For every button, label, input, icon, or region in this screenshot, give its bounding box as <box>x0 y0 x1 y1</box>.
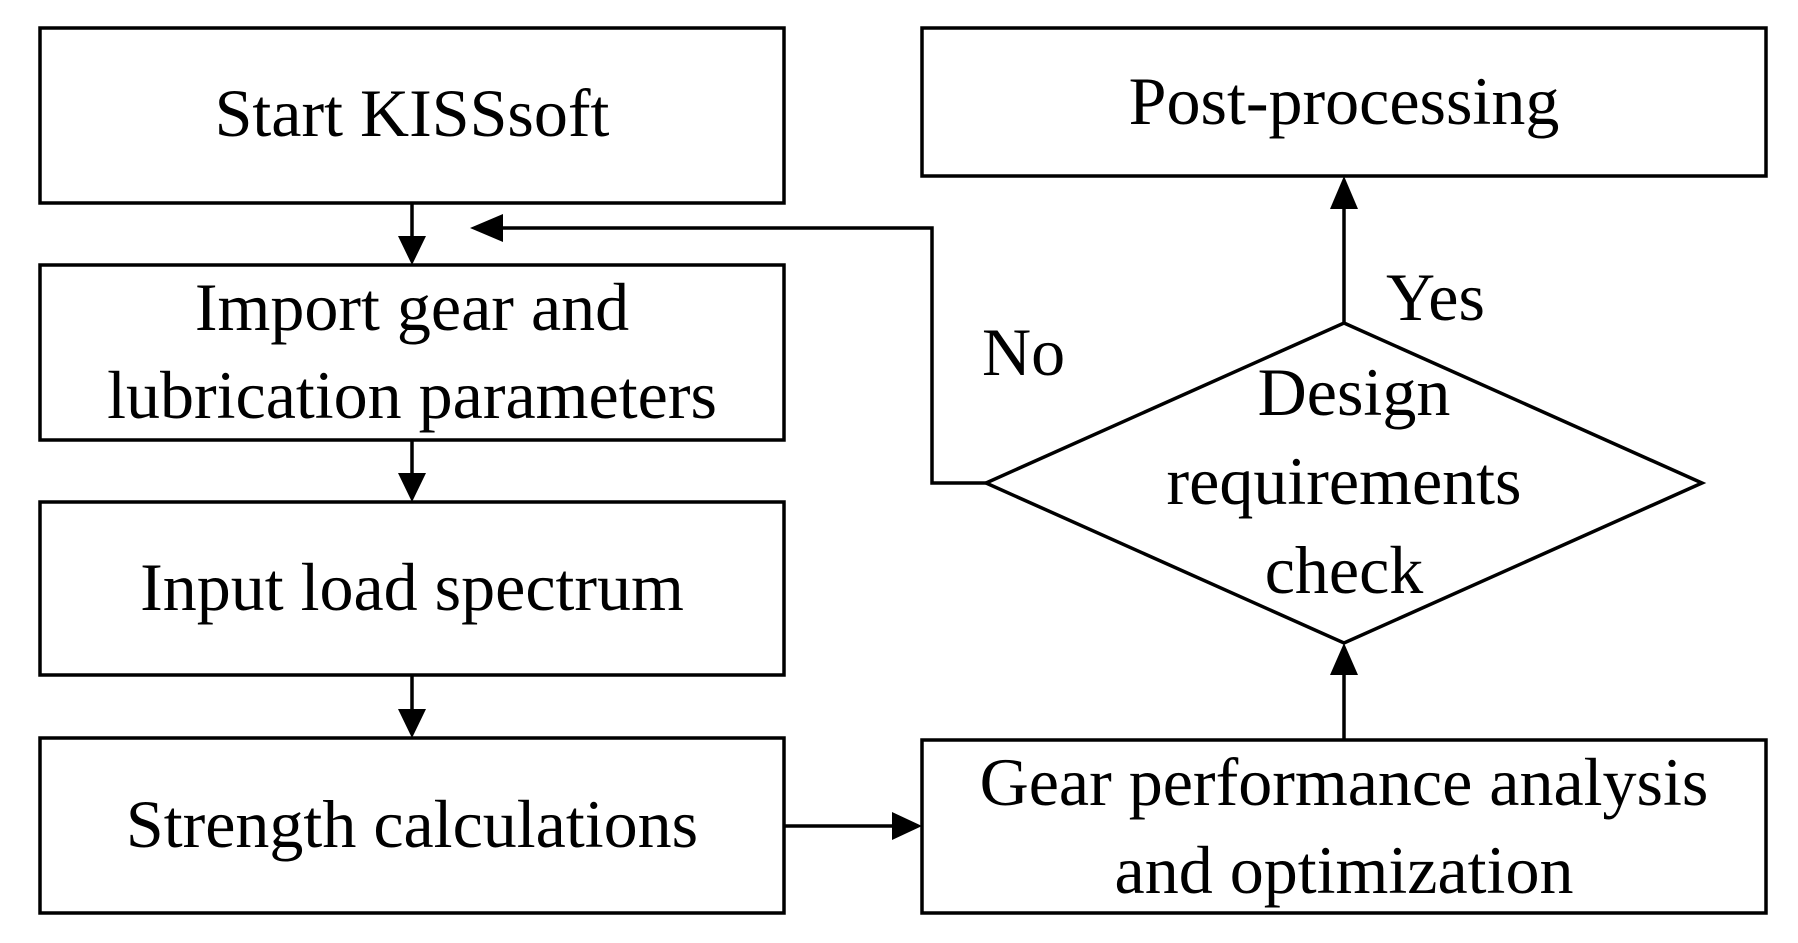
edge-label-no: No <box>982 314 1065 390</box>
node-input-load: Input load spectrum <box>38 500 786 677</box>
node-strength-label: Strength calculations <box>126 786 698 862</box>
node-post: Post-processing <box>920 26 1768 178</box>
edge-start-to-import-arrowhead <box>398 236 426 265</box>
node-performance: Gear performance analysis and optimizati… <box>920 738 1768 915</box>
edge-decision-to-import-feedback-line <box>500 226 986 485</box>
node-start: Start KISSsoft <box>38 26 786 205</box>
node-decision-label-line-3: check <box>1265 532 1424 608</box>
node-strength: Strength calculations <box>38 736 786 915</box>
node-post-label: Post-processing <box>1129 63 1560 139</box>
edge-input-load-to-strength <box>398 675 426 738</box>
node-performance-box <box>920 738 1768 915</box>
node-post-box <box>920 26 1768 178</box>
node-start-label: Start KISSsoft <box>215 75 610 151</box>
edge-start-to-import <box>398 203 426 265</box>
node-decision-label-line-1: Design <box>1258 354 1451 430</box>
node-input-load-label: Input load spectrum <box>140 549 684 625</box>
edge-decision-to-post <box>1330 176 1358 323</box>
node-performance-label-line-2: and optimization <box>1115 832 1574 908</box>
edge-decision-to-post-arrowhead <box>1330 176 1358 209</box>
edge-import-to-input-load-arrowhead <box>398 473 426 502</box>
edge-performance-to-decision-arrowhead <box>1330 643 1358 675</box>
node-import-label-line-2: lubrication parameters <box>107 357 717 433</box>
node-decision-label-line-2: requirements <box>1167 443 1522 519</box>
node-import-label-line-1: Import gear and <box>195 269 629 345</box>
edge-label-yes: Yes <box>1386 259 1485 335</box>
node-performance-label-line-1: Gear performance analysis <box>980 744 1709 820</box>
edge-import-to-input-load <box>398 440 426 502</box>
node-import-box <box>38 263 786 442</box>
node-start-box <box>38 26 786 205</box>
edge-performance-to-decision <box>1330 643 1358 740</box>
node-decision: Design requirements check <box>981 321 1707 645</box>
edge-decision-to-import-feedback <box>470 214 986 485</box>
edge-strength-to-performance-arrowhead <box>892 812 922 840</box>
node-import: Import gear and lubrication parameters <box>38 263 786 442</box>
edge-strength-to-performance <box>784 812 922 840</box>
edge-input-load-to-strength-arrowhead <box>398 709 426 738</box>
node-strength-box <box>38 736 786 915</box>
edge-decision-to-import-feedback-arrowhead <box>470 214 503 242</box>
